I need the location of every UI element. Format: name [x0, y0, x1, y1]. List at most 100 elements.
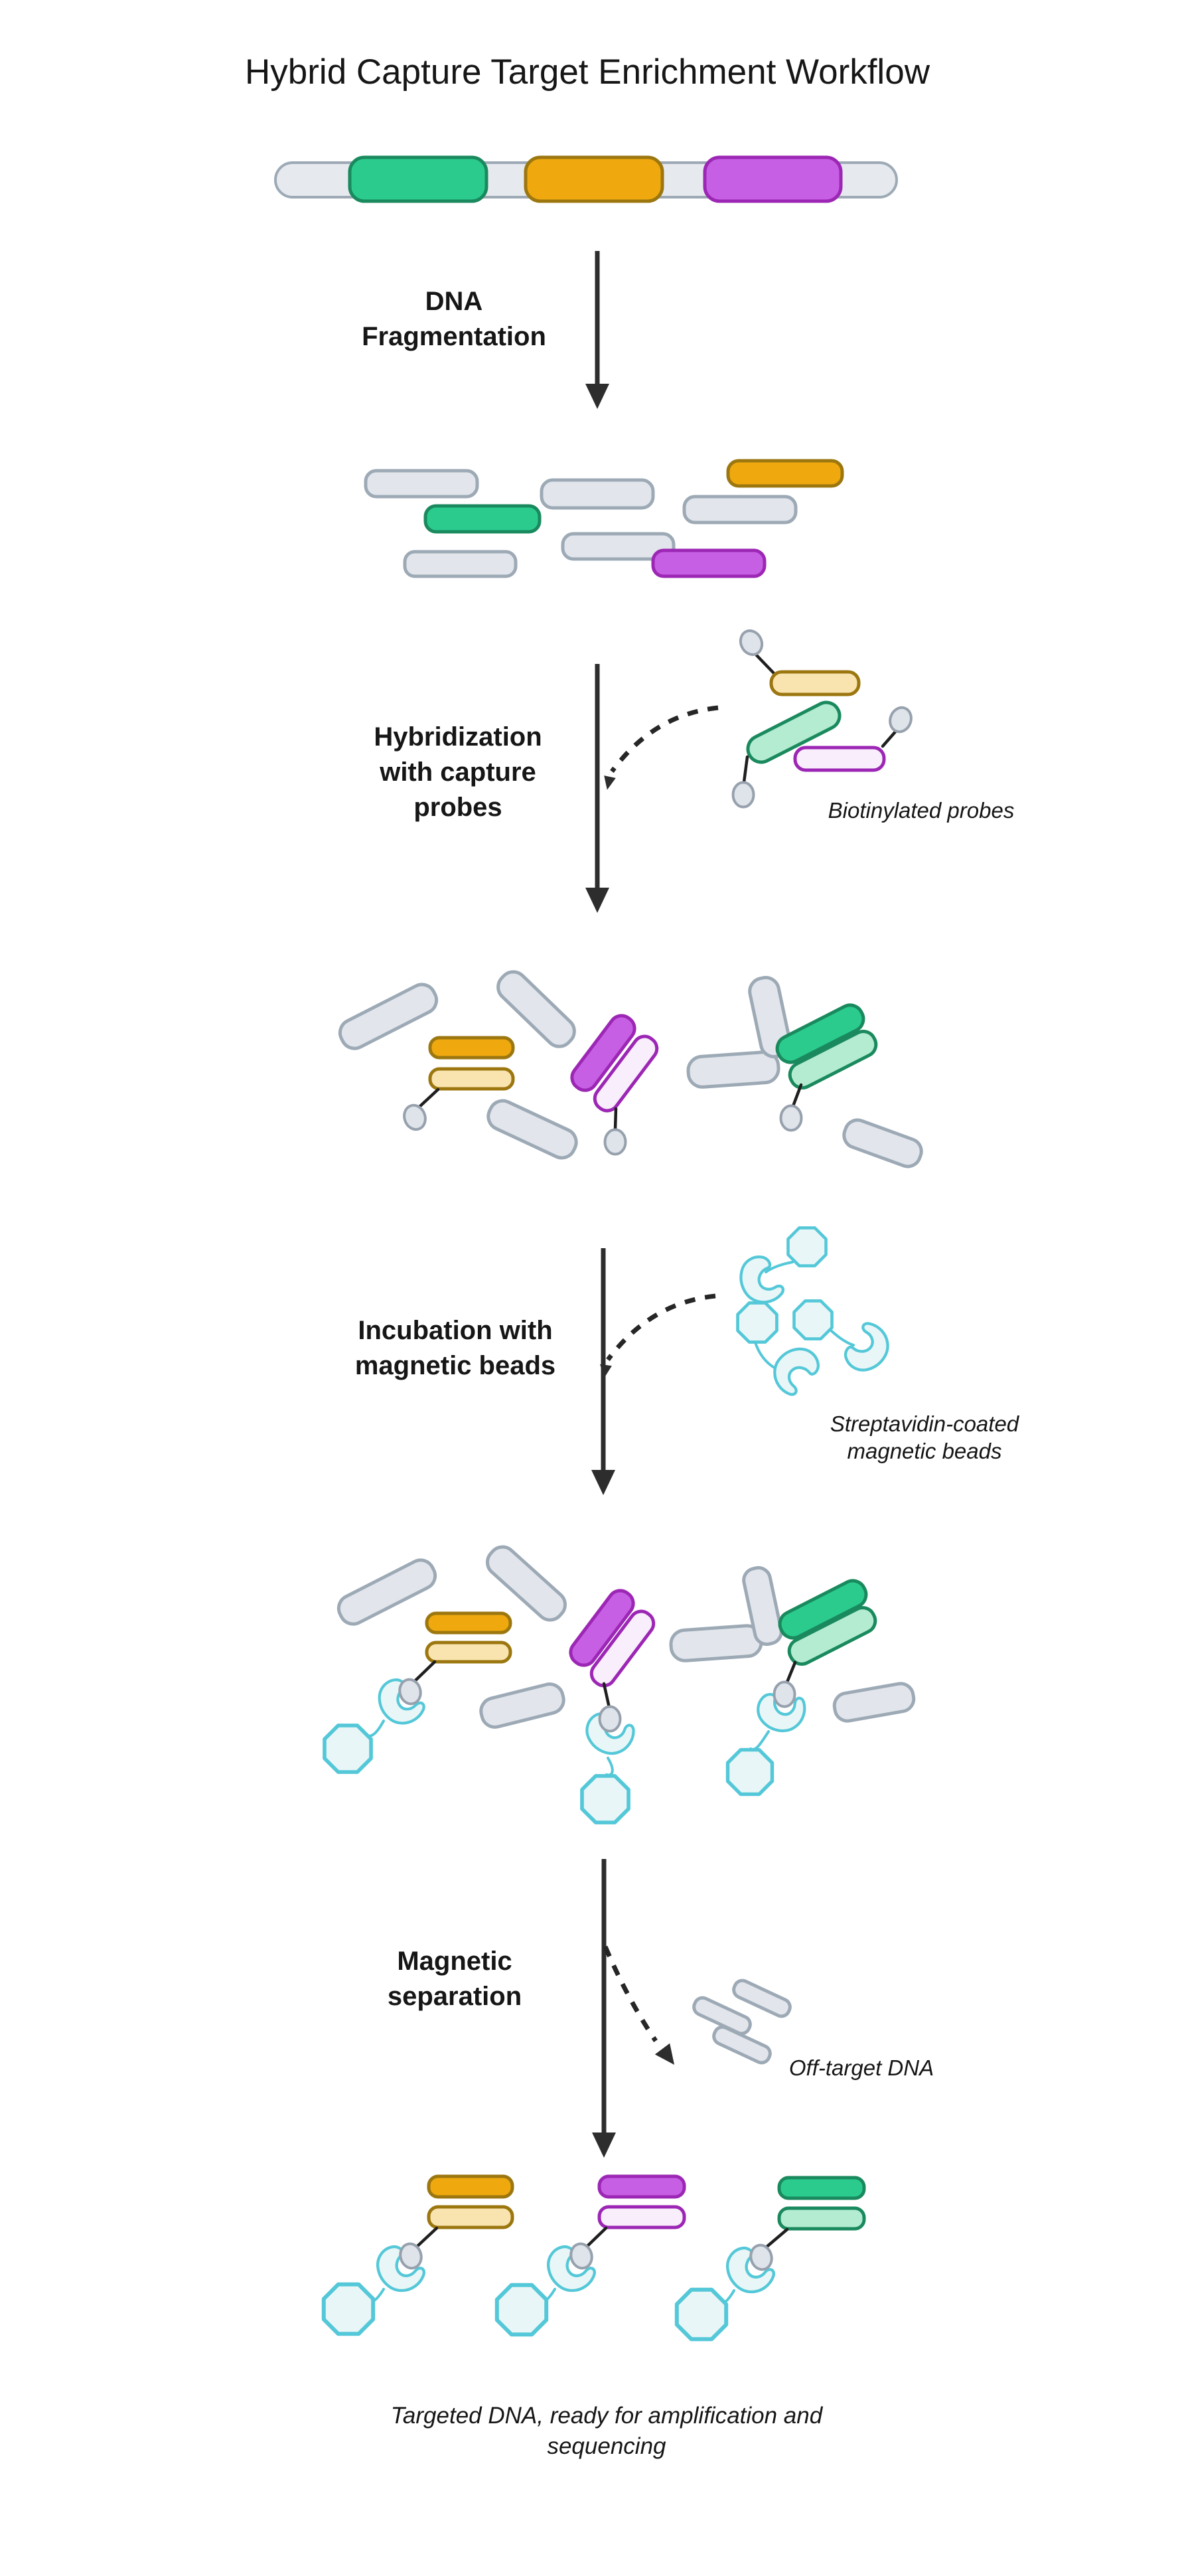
target-fragment-orange [425, 1611, 512, 1635]
down-arrow-head-icon [585, 888, 609, 913]
target-fragment-green [778, 1579, 868, 1640]
target-fragment-green [777, 2176, 866, 2200]
magnetic-bead [325, 1726, 371, 1772]
dashed-curved-arrow-icon [606, 1293, 716, 1362]
bead-bound-cluster [325, 1545, 916, 1822]
capture-probe-orange [428, 1067, 515, 1091]
dashed-arrow-head-icon [601, 775, 616, 791]
capture-probe-green [787, 1606, 877, 1666]
biotin-tag [747, 2241, 776, 2273]
magnetic-bead [324, 2285, 373, 2334]
annotation-streptavidin-beads: Streptavidin-coated magnetic beads [830, 1411, 1019, 1464]
dna-fragment [336, 1558, 437, 1626]
magnetic-bead [738, 1303, 777, 1342]
dna-fragment [742, 1566, 783, 1647]
biotin-linker [417, 1087, 440, 1109]
target-region-orange [524, 155, 664, 203]
final-caption: Targeted DNA, ready for amplification an… [390, 2403, 823, 2459]
fragmentation-arrow [585, 251, 609, 409]
dashed-curved-arrow-icon [610, 705, 719, 773]
biotin-tag [598, 1705, 622, 1733]
capture-probe-green [788, 1030, 878, 1089]
down-arrow-head-icon [592, 2133, 616, 2158]
biotin-linker [613, 1107, 618, 1131]
bead-connector [749, 1730, 770, 1751]
hybridization-arrow [585, 664, 719, 913]
magnetic-beads-group [731, 1228, 892, 1400]
off-target-dna-fragment [712, 2025, 772, 2065]
captured-targets-cluster [324, 2174, 866, 2339]
streptavidin [843, 1320, 892, 1374]
step-label-fragmentation: DNA Fragmentation [362, 287, 546, 351]
dna-fragment [682, 495, 798, 524]
step-label-hybridization: Hybridization with capture probes [374, 722, 542, 822]
biotin-linker [415, 2226, 439, 2249]
target-fragment-purple [570, 1014, 636, 1092]
dna-fragment [540, 478, 655, 510]
down-arrow-head-icon [591, 1470, 615, 1495]
dna-fragment [364, 469, 479, 499]
magnetic-bead [497, 2285, 546, 2334]
dna-fragment [496, 970, 576, 1048]
capture-probe-purple [593, 1034, 659, 1113]
magnetic-bead [582, 1776, 628, 1822]
genomic-dna-strand [274, 155, 898, 203]
target-fragment-orange [428, 1036, 515, 1060]
separation-arrow [592, 1859, 682, 2158]
biotin-tag [603, 1128, 627, 1156]
biotin-linker [412, 1660, 437, 1684]
bead-connector [765, 1261, 794, 1273]
target-region-green [348, 155, 488, 203]
dna-fragment [832, 1682, 916, 1723]
dna-fragment [486, 1545, 567, 1622]
biotin-linker [742, 755, 749, 784]
biotin-tag [735, 625, 767, 660]
magnetic-bead [677, 2290, 726, 2339]
dashed-arrow-head-icon [654, 2043, 682, 2071]
streptavidin [768, 1342, 823, 1400]
hybridized-cluster [338, 970, 923, 1168]
biotin-tag [773, 1680, 796, 1708]
incubation-arrow [591, 1248, 716, 1495]
dna-fragment [561, 532, 676, 561]
magnetic-bead [728, 1750, 773, 1795]
target-fragment-purple [651, 548, 767, 578]
dna-fragment [686, 1050, 780, 1089]
dna-fragment [479, 1682, 565, 1729]
biotin-tag [396, 2240, 425, 2272]
target-fragment-green [775, 1003, 865, 1064]
biotin-tag [731, 781, 755, 809]
dna-fragment [338, 983, 439, 1050]
capture-probe-purple [597, 2205, 686, 2229]
biotin-linker [791, 1083, 803, 1108]
fragmented-dna-cluster [364, 459, 844, 578]
capture-probes-group [731, 625, 916, 809]
biotin-linker [602, 1682, 611, 1710]
step-label-incubation: Incubation with magnetic beads [354, 1316, 556, 1380]
biotin-linker [881, 728, 899, 748]
capture-probe-orange [769, 670, 861, 696]
biotin-linker [755, 653, 776, 675]
capture-probe-green [777, 2206, 866, 2231]
annotation-biotinylated-probes: Biotinylated probes [828, 798, 1015, 823]
dashed-curved-arrow-icon [603, 1945, 658, 2042]
target-fragment-purple [569, 1589, 635, 1667]
capture-probe-purple [793, 746, 886, 772]
biotin-linker [585, 2226, 608, 2249]
annotation-off-target-dna: Off-target DNA [788, 2055, 934, 2080]
down-arrow-head-icon [585, 384, 609, 409]
off-target-dna-fragment [692, 1996, 752, 2036]
biotin-linker [763, 2227, 789, 2250]
target-region-purple [703, 155, 843, 203]
target-fragment-purple [597, 2174, 686, 2199]
capture-probe-green [746, 700, 842, 764]
biotin-linker [784, 1660, 797, 1686]
biotin-tag [779, 1104, 803, 1132]
page-title: Hybrid Capture Target Enrichment Workflo… [245, 52, 930, 92]
bead-connector [830, 1329, 855, 1346]
capture-probe-orange [425, 1641, 512, 1664]
step-label-separation: Magnetic separation [387, 1947, 522, 2011]
off-target-fragments [692, 1978, 792, 2065]
